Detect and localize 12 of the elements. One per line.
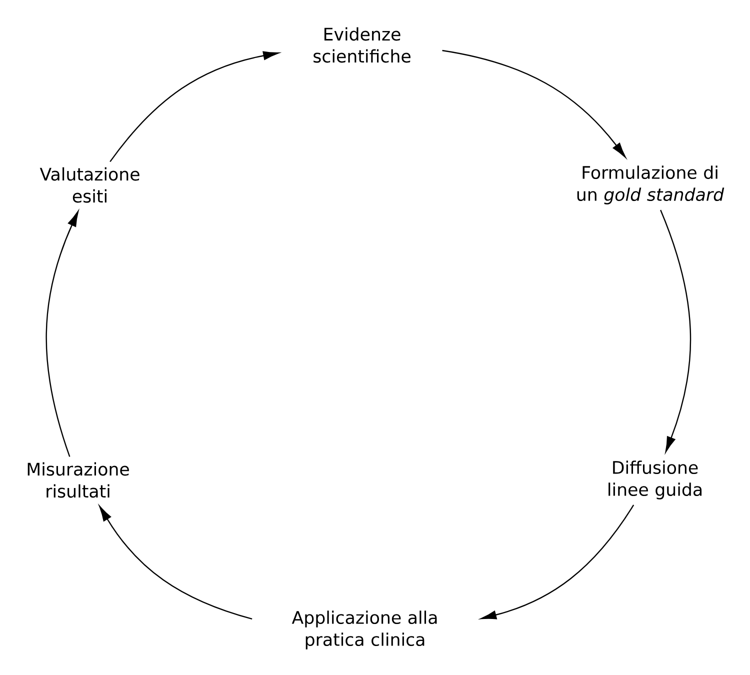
arrow <box>480 504 634 620</box>
arrow <box>442 50 626 158</box>
step-label: Applicazione alla pratica clinica <box>292 610 437 650</box>
step-label: Misurazione risultati <box>28 462 129 498</box>
arrow <box>660 210 691 452</box>
step-label: Evidenze scientifiche <box>314 27 410 63</box>
arrow <box>46 211 79 457</box>
arrow <box>99 506 252 620</box>
step-label: Valutazione esiti <box>40 167 140 203</box>
step-label: Diffusione linee guida <box>608 460 702 500</box>
arrow <box>110 51 279 162</box>
step-label: Formulazione di un gold standard <box>577 166 724 204</box>
